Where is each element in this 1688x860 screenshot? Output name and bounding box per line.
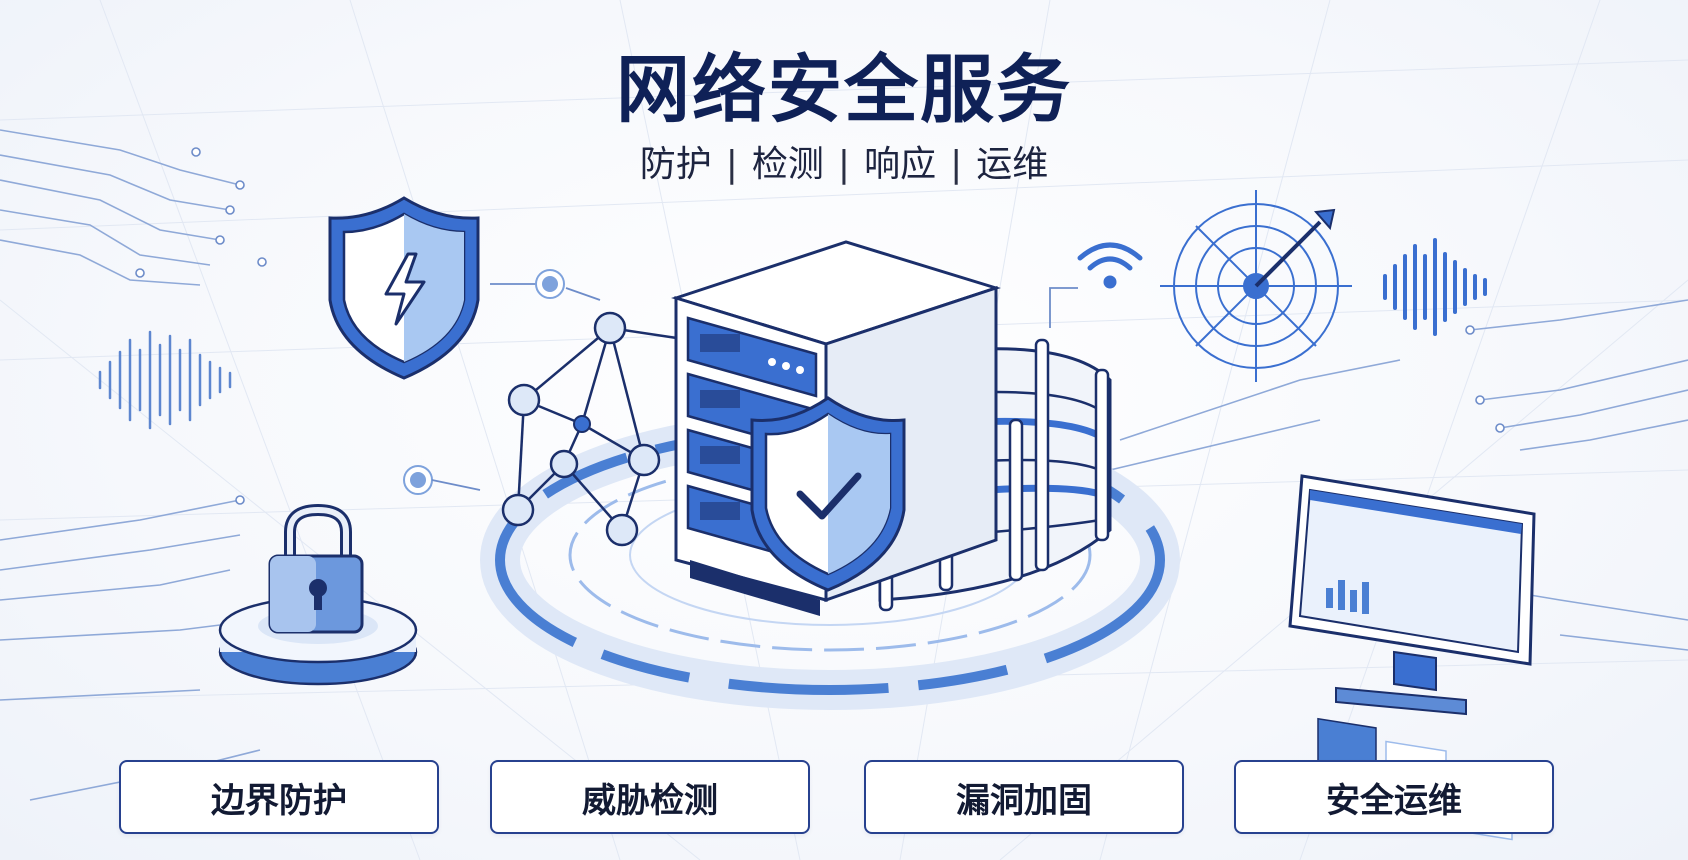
wifi-icon [1077,242,1143,289]
subtitle-item: 检测 [751,144,824,185]
service-button-label: 漏洞加固 [956,780,1092,821]
padlock-icon [218,503,418,686]
soundwave-icon [98,330,232,430]
circuit-traces-right [1109,299,1688,651]
subtitle-item: 响应 [864,144,937,185]
service-button-label: 威胁检测 [582,780,718,821]
service-button-boundary-protection[interactable]: 边界防护 [119,760,439,834]
service-button-label: 安全运维 [1326,780,1462,821]
service-button-label: 边界防护 [211,780,347,821]
subtitle-separator: | [725,144,738,185]
service-button-threat-detection[interactable]: 威胁检测 [490,760,810,834]
shield-bolt-icon [328,196,480,380]
service-buttons: 边界防护 威胁检测 漏洞加固 安全运维 [0,760,1688,838]
subtitle-separator: | [950,144,963,185]
soundwave-icon-right [1383,238,1487,336]
service-button-vulnerability-hardening[interactable]: 漏洞加固 [864,760,1184,834]
subtitle-item: 防护 [639,144,712,185]
subtitle: 防护 | 检测 | 响应 | 运维 [0,140,1688,190]
network-graph-icon [501,311,691,547]
service-button-security-operations[interactable]: 安全运维 [1234,760,1554,834]
radar-target-icon [1160,190,1352,382]
subtitle-separator: | [837,144,851,185]
page-title: 网络安全服务 [616,47,1072,133]
shield-check-icon [750,396,906,592]
subtitle-item: 运维 [976,144,1049,185]
